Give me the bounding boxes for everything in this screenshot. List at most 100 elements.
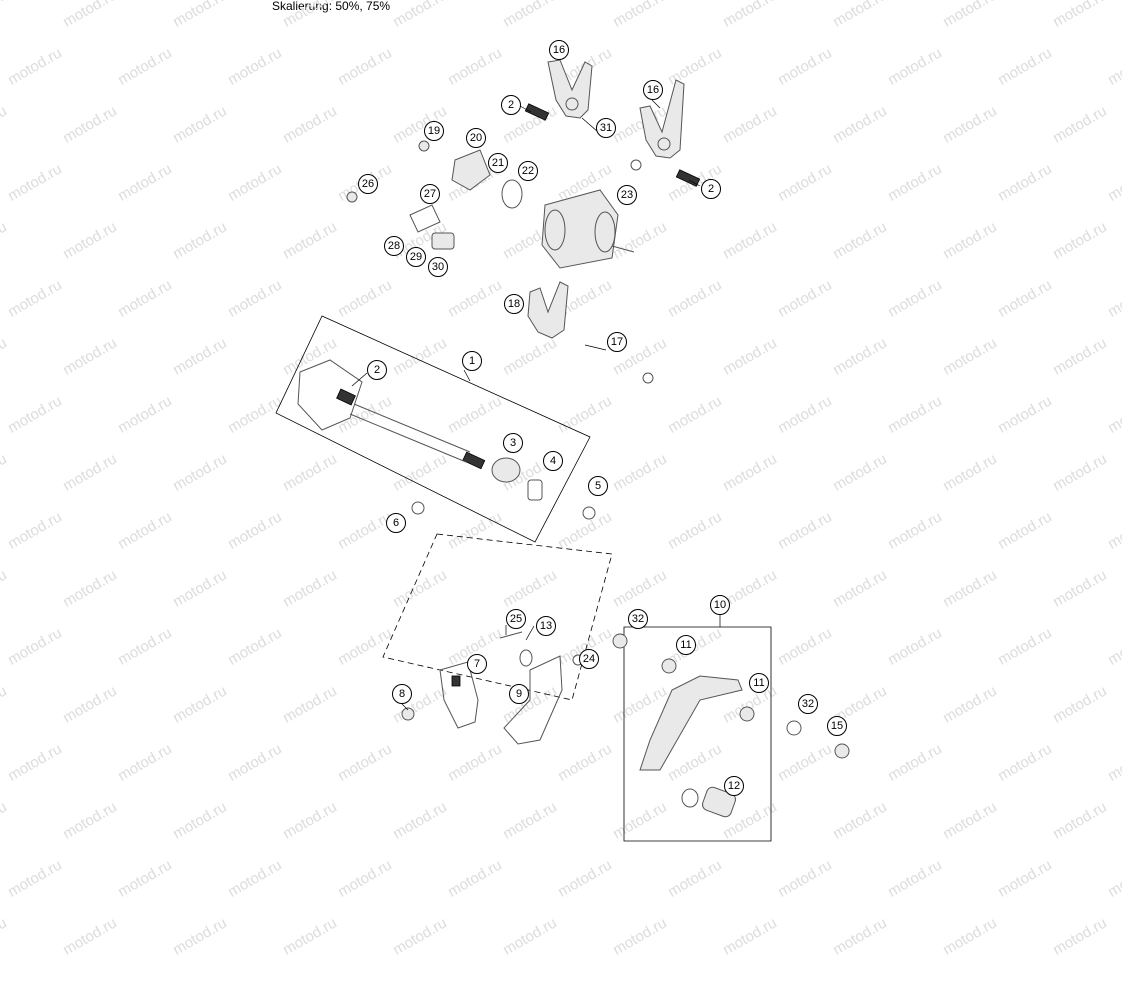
leader-lines (351, 51, 721, 711)
callout-20: 20 (466, 128, 486, 148)
callout-11-upper: 11 (676, 635, 696, 655)
detent-parts-cluster (346, 140, 523, 250)
group-frame-linkage (382, 533, 613, 701)
watermark-text: motod.ru (610, 914, 670, 959)
svg-text:32: 32 (802, 698, 814, 710)
svg-text:15: 15 (831, 720, 843, 732)
svg-text:17: 17 (611, 336, 623, 348)
callout-16-right: 16 (643, 80, 663, 100)
callout-2-shaft: 2 (367, 360, 387, 380)
svg-text:19: 19 (428, 125, 440, 137)
watermark-text: motod.ru (115, 856, 175, 901)
svg-text:2: 2 (374, 364, 380, 376)
svg-text:20: 20 (470, 132, 482, 144)
exploded-parts-diagram: 1 2 2 2 3 4 5 6 7 8 9 10 11 11 12 13 15 … (275, 40, 850, 842)
callout-27: 27 (420, 184, 440, 204)
callout-28: 28 (384, 236, 404, 256)
watermark-text: motod.ru (5, 856, 65, 901)
group-frame-1 (275, 315, 591, 543)
shift-shaft-assembly (297, 359, 596, 520)
scale-caption: Skalierung: 50%, 75% (272, 0, 391, 13)
shift-fork-lower (527, 281, 569, 339)
watermark-text: motod.ru (1050, 914, 1110, 959)
svg-text:4: 4 (550, 455, 556, 467)
svg-text:6: 6 (393, 517, 399, 529)
callout-22: 22 (518, 161, 538, 181)
callout-4: 4 (543, 451, 563, 471)
watermark-text: motod.ru (280, 914, 340, 959)
callout-13: 13 (536, 616, 556, 636)
shift-fork-upper-right (639, 79, 685, 159)
callout-7: 7 (467, 654, 487, 674)
svg-text:22: 22 (522, 165, 534, 177)
callout-3: 3 (503, 433, 523, 453)
svg-text:23: 23 (621, 189, 633, 201)
callout-8: 8 (392, 684, 412, 704)
callout-26: 26 (358, 174, 378, 194)
callout-23: 23 (617, 185, 637, 205)
svg-text:11: 11 (753, 677, 764, 689)
svg-text:30: 30 (432, 261, 444, 273)
callout-17: 17 (607, 332, 627, 352)
watermark-text: motod.ru (0, 914, 10, 959)
svg-text:7: 7 (474, 658, 480, 670)
callout-32-right: 32 (798, 694, 818, 714)
svg-text:12: 12 (728, 780, 740, 792)
callout-10: 10 (710, 595, 730, 615)
watermark-text: motod.ru (720, 914, 780, 959)
svg-text:28: 28 (388, 240, 400, 252)
callout-31: 31 (596, 118, 616, 138)
svg-text:3: 3 (510, 437, 516, 449)
svg-text:10: 10 (714, 599, 726, 611)
svg-text:24: 24 (583, 653, 595, 665)
svg-text:16: 16 (553, 44, 565, 56)
watermark-text: motod.ru (390, 914, 450, 959)
svg-text:25: 25 (510, 613, 522, 625)
watermark-text: motod.ru (775, 856, 835, 901)
svg-text:8: 8 (399, 688, 405, 700)
callout-21: 21 (488, 153, 508, 173)
callout-9: 9 (509, 684, 529, 704)
watermark-text: motod.ru (335, 856, 395, 901)
svg-text:1: 1 (469, 355, 475, 367)
svg-text:21: 21 (492, 157, 504, 169)
spring-part-mid (462, 451, 486, 470)
spring-part-upper (524, 103, 550, 121)
callout-6: 6 (386, 513, 406, 533)
shift-fork-upper-left (547, 59, 593, 119)
callout-12: 12 (724, 776, 744, 796)
watermark-text: motod.ru (665, 856, 725, 901)
circlip-17 (642, 372, 654, 384)
svg-text:18: 18 (508, 298, 520, 310)
watermark-text: motod.ru (940, 914, 1000, 959)
watermark-text: motod.ru (885, 856, 945, 901)
callout-2-upper: 2 (501, 95, 521, 115)
svg-text:31: 31 (600, 122, 612, 134)
watermark-text: motod.ru (555, 856, 615, 901)
callout-5: 5 (588, 476, 608, 496)
svg-text:9: 9 (516, 688, 522, 700)
svg-text:29: 29 (410, 251, 422, 263)
callout-25: 25 (506, 609, 526, 629)
svg-text:16: 16 (647, 84, 659, 96)
callout-2-right: 2 (701, 179, 721, 199)
shift-linkage (401, 631, 584, 745)
callout-15: 15 (827, 716, 847, 736)
svg-text:2: 2 (708, 183, 714, 195)
watermark-text: motod.ru (500, 914, 560, 959)
svg-text:26: 26 (362, 178, 374, 190)
callout-30: 30 (428, 257, 448, 277)
spring-part-right (675, 169, 701, 187)
svg-text:13: 13 (540, 620, 552, 632)
svg-text:5: 5 (595, 480, 601, 492)
svg-text:32: 32 (632, 613, 644, 625)
callout-19: 19 (424, 121, 444, 141)
callout-1: 1 (462, 351, 482, 371)
o-ring-31 (630, 159, 642, 171)
callout-16-left: 16 (549, 40, 569, 60)
watermark-text: motod.ru (60, 914, 120, 959)
callout-11-lower: 11 (749, 673, 769, 693)
callout-18: 18 (504, 294, 524, 314)
watermark-text: motod.ru (830, 914, 890, 959)
watermark-text: motod.ru (1105, 856, 1122, 901)
